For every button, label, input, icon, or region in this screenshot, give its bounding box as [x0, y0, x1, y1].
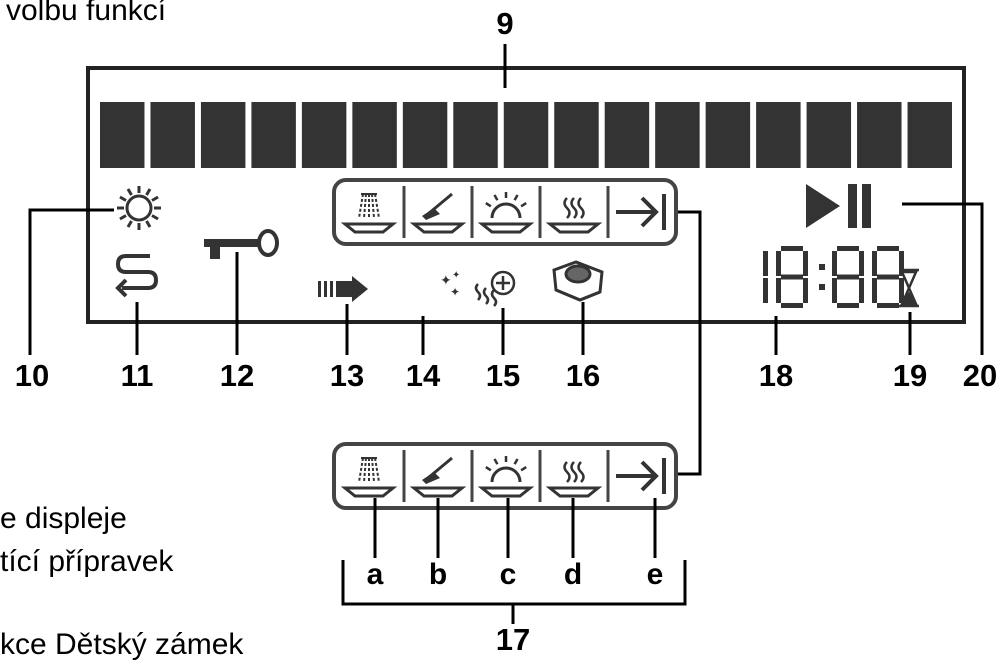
- callout-10: 10: [14, 358, 50, 393]
- s-loop-icon: [115, 254, 159, 298]
- progress-segment: [655, 102, 700, 168]
- progress-segment: [907, 102, 952, 168]
- key-icon: [204, 229, 279, 259]
- brush-icon: [409, 456, 467, 498]
- arrow-push-icon: [318, 276, 368, 302]
- progress-segment: [251, 102, 296, 168]
- callout-20: 20: [962, 358, 998, 393]
- progress-segment: [503, 102, 549, 168]
- top-text-fragment: volbu funkcí: [6, 0, 167, 27]
- rinse-icon: [477, 456, 535, 498]
- progress-segment: [200, 102, 246, 168]
- svg-text:✦: ✦: [450, 285, 460, 299]
- tablet-icon: [552, 260, 604, 302]
- progress-segment: [453, 102, 498, 168]
- sun-icon: [117, 186, 161, 230]
- dry-icon: [545, 197, 603, 234]
- end-arrow-icon: [616, 458, 666, 494]
- svg-text:✦: ✦: [440, 273, 452, 289]
- progress-segment: [402, 102, 448, 168]
- callout-11: 11: [120, 358, 154, 393]
- progress-segment: [352, 102, 397, 168]
- end-arrow-icon: [616, 194, 666, 230]
- steam-plus-icon: [474, 270, 516, 307]
- side-text-line-1: e displeje: [0, 502, 127, 535]
- prewash-icon: [340, 457, 398, 498]
- progress-segment: [554, 102, 599, 168]
- progress-segment: [150, 102, 195, 168]
- callout-15: 15: [485, 358, 521, 393]
- callout-14: 14: [405, 358, 441, 393]
- side-text-line-3: kce Dětský zámek: [0, 628, 244, 661]
- clock-digit: [776, 246, 808, 308]
- program-connector-line: [678, 210, 702, 476]
- callout-17: 17: [495, 622, 531, 657]
- program-letter-d: d: [563, 558, 583, 591]
- clock-digit: [763, 251, 768, 303]
- program-indicator-bottom: [332, 442, 678, 510]
- callout-19: 19: [892, 358, 928, 393]
- leader-lines: [28, 44, 984, 624]
- callout-18: 18: [758, 358, 794, 393]
- program-letter-c: c: [499, 558, 517, 591]
- program-indicator-top: [332, 178, 678, 246]
- clock-digit: [872, 246, 904, 308]
- program-letter-e: e: [646, 558, 664, 591]
- seven-segment-clock: [763, 246, 904, 308]
- progress-segment: [806, 102, 852, 168]
- progress-bar: [100, 102, 952, 168]
- progress-segment: [756, 102, 801, 168]
- progress-segment: [857, 102, 902, 168]
- svg-text:✦: ✦: [452, 270, 460, 281]
- dry-icon: [545, 461, 603, 498]
- side-text-line-2: tící přípravek: [0, 545, 174, 578]
- callout-9: 9: [496, 6, 514, 41]
- prewash-icon: [340, 193, 398, 234]
- program-letter-b: b: [428, 558, 448, 591]
- moon-stars-icon: ✦ ✦ ✦: [416, 270, 460, 309]
- hourglass-icon: [899, 268, 919, 308]
- progress-segment: [604, 102, 650, 168]
- clock-digit: [832, 246, 864, 308]
- callout-13: 13: [329, 358, 365, 393]
- progress-segment: [705, 102, 751, 168]
- callout-12: 12: [219, 358, 255, 393]
- callout-16: 16: [565, 358, 601, 393]
- progress-segment: [100, 102, 145, 168]
- progress-segment: [301, 102, 347, 168]
- rinse-icon: [477, 192, 535, 234]
- lcd-frame: [86, 66, 966, 324]
- program-letter-a: a: [366, 558, 384, 591]
- brush-icon: [409, 192, 467, 234]
- play-pause-icon: [806, 184, 871, 228]
